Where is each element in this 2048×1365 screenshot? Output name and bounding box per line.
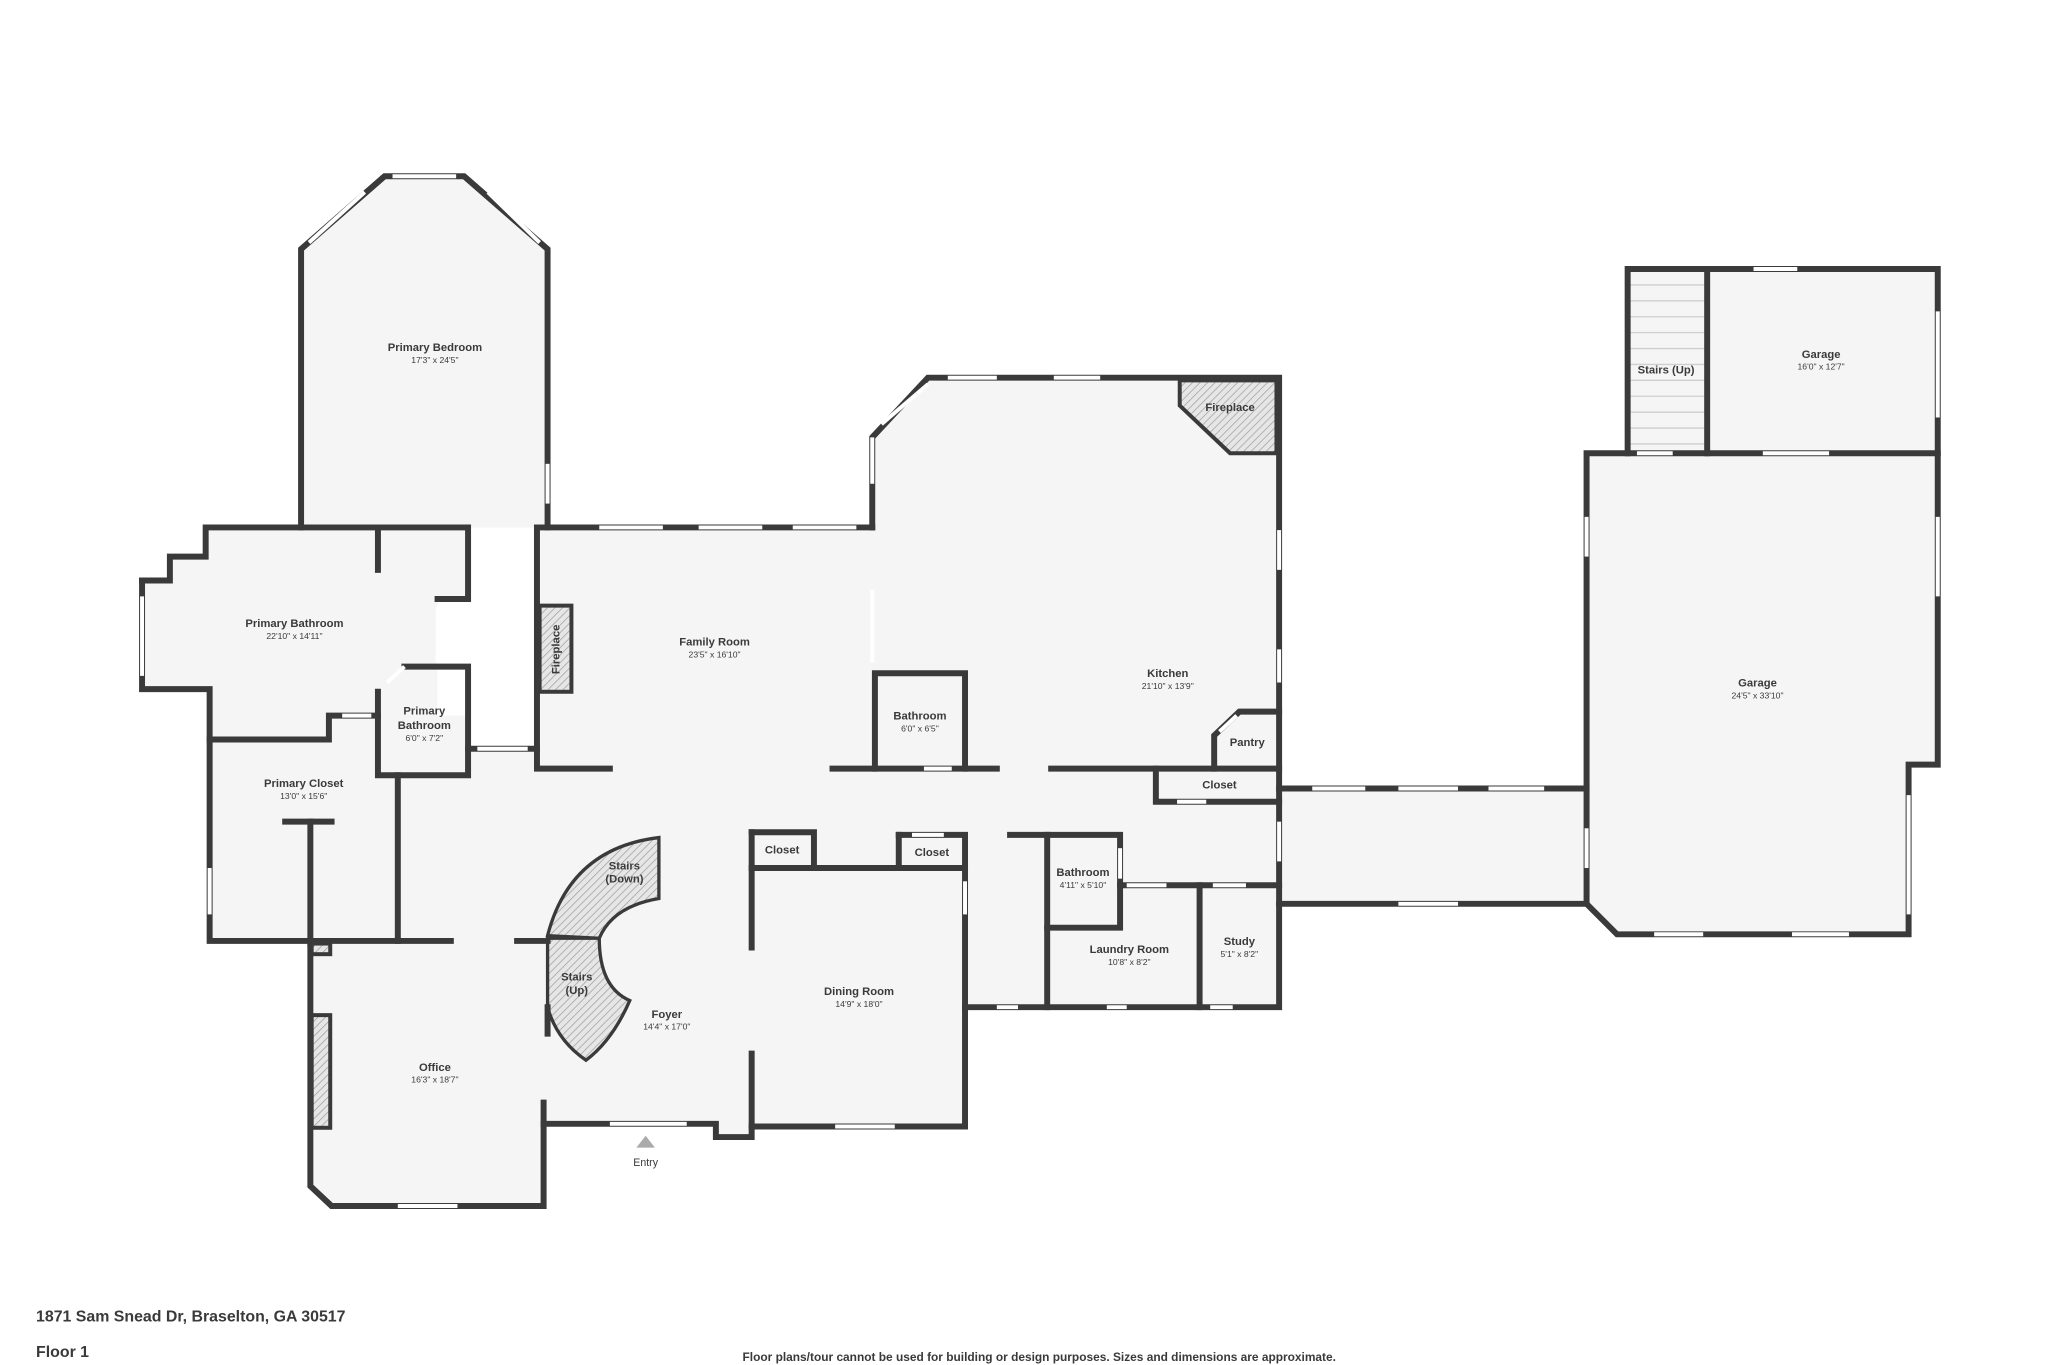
pantry-label: Pantry [1230, 737, 1266, 749]
room-study: Study 5'1" x 8'2" [1221, 936, 1259, 959]
room-name: Kitchen [1147, 668, 1188, 680]
wall [533, 524, 613, 772]
room-dims: 21'10" x 13'9" [1142, 681, 1194, 691]
room-name: Primary Bathroom [245, 618, 343, 630]
room-primary-closet: Primary Closet 13'0" x 15'6" [264, 778, 344, 801]
floor-label: Floor 1 [36, 1344, 89, 1361]
room-name: Foyer [652, 1009, 683, 1021]
room-dims: 16'3" x 18'7" [411, 1075, 458, 1085]
kitchen-fireplace-label: Fireplace [1205, 402, 1254, 414]
room-name: (Down) [605, 874, 643, 886]
room-foyer: Foyer 14'4" x 17'0" [643, 1009, 690, 1032]
room-family-room: Family Room 23'5" x 16'10" [679, 636, 750, 659]
room-name: Primary Bedroom [388, 342, 482, 354]
room-dining: Dining Room 14'9" x 18'0" [824, 986, 894, 1009]
wall [307, 940, 547, 1209]
wall [871, 670, 969, 772]
room-primary-bedroom: Primary Bedroom 17'3" x 24'5" [388, 342, 482, 365]
stairs-down-shape [545, 835, 661, 940]
room-name: Primary Closet [264, 778, 344, 790]
room-dims: 5'1" x 8'2" [1221, 949, 1259, 959]
room-name: Garage [1802, 349, 1841, 361]
room-name: (Up) [565, 985, 588, 997]
room-primary-bathroom-small: Primary Bathroom 6'0" x 7'2" [398, 705, 451, 743]
room-laundry: Laundry Room 10'8" x 8'2" [1090, 944, 1169, 967]
room-bathroom-1: Bathroom 6'0" x 6'5" [893, 711, 946, 734]
room-name: Laundry Room [1090, 944, 1169, 956]
window [880, 382, 930, 426]
floor-fills [142, 176, 1938, 1206]
room-dims: 10'8" x 8'2" [1108, 957, 1150, 967]
wall [374, 663, 472, 779]
room-dims: 16'0" x 12'7" [1798, 362, 1845, 372]
room-kitchen: Kitchen 21'10" x 13'9" [1142, 668, 1194, 691]
closet-kitchen-label: Closet [1202, 780, 1237, 792]
stairs-up-shape [545, 936, 632, 1063]
room-garage-large: Garage 24'5" x 33'10" [1732, 677, 1784, 700]
room-name: Bathroom [893, 711, 946, 723]
room-name: Garage [1738, 677, 1777, 689]
stairs-up-label: Stairs (Up) [561, 972, 592, 997]
windows [140, 174, 1940, 1208]
room-dims: 14'9" x 18'0" [835, 999, 882, 1009]
room-name: Dining Room [824, 986, 894, 998]
room-dims: 23'5" x 16'10" [689, 649, 741, 659]
room-name: Stairs [561, 972, 592, 984]
room-dims: 22'10" x 14'11" [266, 631, 322, 641]
wall [1044, 882, 1124, 931]
family-fireplace-label: Fireplace [551, 625, 563, 674]
closet-fireplace-base [309, 941, 333, 957]
window [1218, 714, 1239, 733]
room-dims: 6'0" x 6'5" [901, 724, 939, 734]
closet-a-label: Closet [765, 844, 800, 856]
room-dims: 17'3" x 24'5" [411, 355, 458, 365]
address: 1871 Sam Snead Dr, Braselton, GA 30517 [36, 1308, 346, 1325]
room-name: Stairs [609, 860, 640, 872]
entry-label: Entry [633, 1157, 658, 1169]
wall [139, 524, 472, 602]
room-garage-small: Garage 16'0" x 12'7" [1798, 349, 1845, 372]
wall [748, 829, 817, 872]
room-name: Primary [403, 705, 446, 717]
room-name: Family Room [679, 636, 750, 648]
window [307, 190, 367, 244]
room-dims: 24'5" x 33'10" [1732, 690, 1784, 700]
window [486, 190, 542, 244]
room-dims: 4'11" x 5'10" [1060, 880, 1107, 890]
office-fireplace [309, 1013, 333, 1130]
closet-b-label: Closet [915, 847, 950, 859]
room-name: Bathroom [1056, 867, 1109, 879]
disclaimer: Floor plans/tour cannot be used for buil… [743, 1350, 1336, 1364]
stairs-down-label: Stairs (Down) [605, 860, 643, 885]
room-name: Office [419, 1062, 451, 1074]
room-bathroom-2: Bathroom 4'11" x 5'10" [1056, 867, 1109, 890]
garage-stairs-treads [1630, 284, 1705, 445]
room-office: Office 16'3" x 18'7" [411, 1062, 458, 1085]
entry-arrow-icon [636, 1135, 655, 1148]
room-primary-bathroom: Primary Bathroom 22'10" x 14'11" [245, 618, 343, 641]
room-dims: 14'4" x 17'0" [643, 1022, 690, 1032]
window [385, 665, 406, 684]
room-name: Bathroom [398, 720, 451, 732]
wall [1152, 765, 1283, 805]
room-dims: 6'0" x 7'2" [405, 733, 443, 743]
room-name: Study [1224, 936, 1256, 948]
garage-stairs-label: Stairs (Up) [1638, 365, 1695, 377]
room-dims: 13'0" x 15'6" [280, 791, 327, 801]
